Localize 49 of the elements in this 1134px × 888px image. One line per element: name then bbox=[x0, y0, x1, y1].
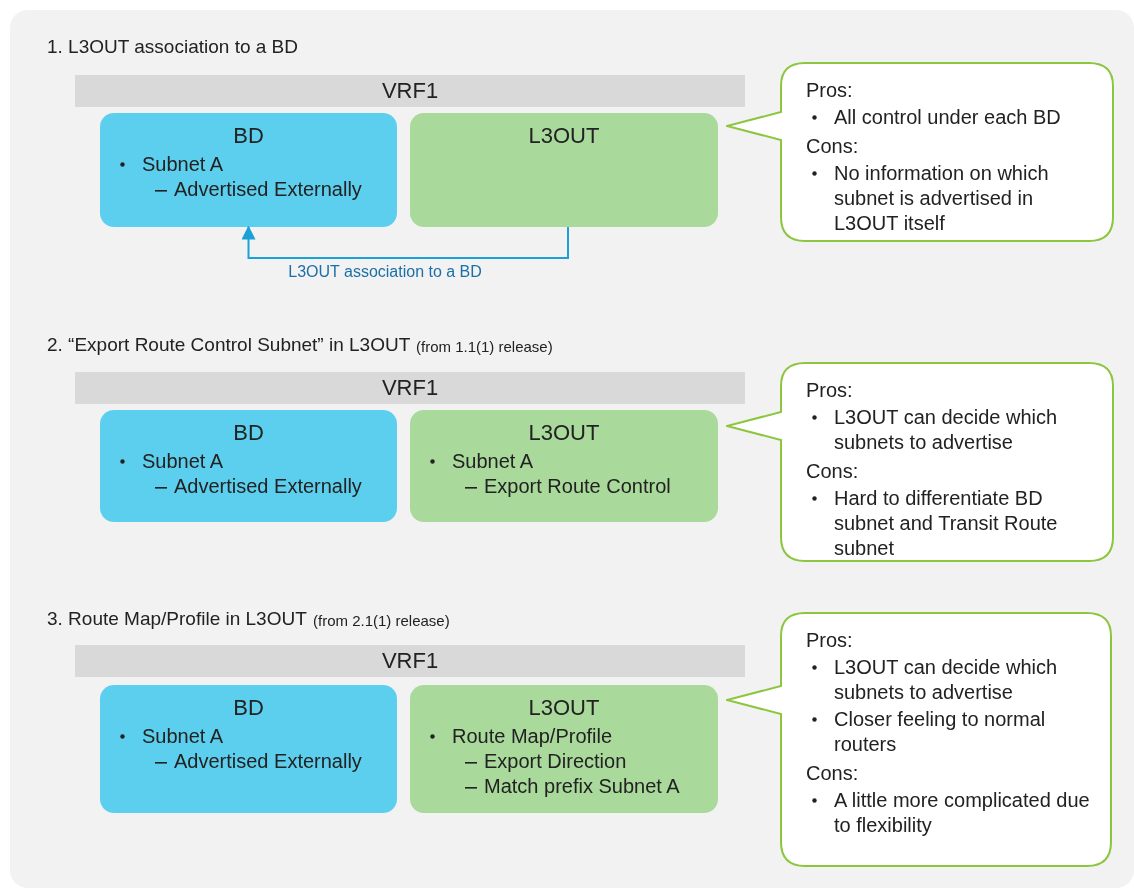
bullet-item: Subnet A bbox=[142, 153, 224, 175]
box-title: BD bbox=[233, 695, 264, 720]
l3out-box bbox=[410, 410, 718, 522]
section-label: Cons: bbox=[806, 460, 859, 482]
sub-bullet-item: Match prefix Subnet A bbox=[484, 775, 680, 797]
l3out-box bbox=[410, 113, 718, 227]
bullet-item: All control under each BD bbox=[834, 106, 1061, 128]
release-note: (from 2.1(1) release) bbox=[313, 612, 450, 629]
sub-bullet-item: Advertised Externally bbox=[174, 750, 362, 772]
bullet-item: L3OUT can decide which subnets to advertise bbox=[834, 656, 1058, 703]
sub-bullet-item: Export Direction bbox=[484, 750, 627, 772]
vrf-bar: VRF1 bbox=[75, 372, 745, 404]
bullet-item: L3OUT can decide which subnets to advertise bbox=[834, 406, 1058, 453]
bullet-item: Hard to differentiate BD subnet and Transit Route subnet bbox=[834, 487, 1058, 559]
bullet-item: A little more complicated due to flexibility bbox=[834, 789, 1090, 836]
bullet-item: Subnet A bbox=[452, 450, 534, 472]
box-title: BD bbox=[233, 420, 264, 445]
release-note: (from 1.1(1) release) bbox=[416, 338, 553, 355]
bullet-item: Closer feeling to normal routers bbox=[834, 708, 1046, 755]
bridge-domain-box bbox=[100, 113, 397, 227]
bullet-item: Subnet A bbox=[142, 450, 224, 472]
speech-bubble bbox=[726, 62, 1114, 242]
speech-bubble bbox=[726, 612, 1112, 867]
section-heading: 2. “Export Route Control Subnet” in L3OUT bbox=[47, 334, 411, 356]
sub-bullet-item: Advertised Externally bbox=[174, 178, 362, 200]
box-title: L3OUT bbox=[528, 123, 600, 148]
box-title: L3OUT bbox=[528, 420, 600, 445]
l3out-box bbox=[410, 685, 718, 813]
bullet-item: Subnet A bbox=[142, 725, 224, 747]
bridge-domain-box bbox=[100, 685, 397, 813]
section-label: Cons: bbox=[806, 135, 859, 157]
vrf-bar: VRF1 bbox=[75, 645, 745, 677]
bullet-item: Route Map/Profile bbox=[452, 725, 613, 747]
edge-label: L3OUT association to a BD bbox=[288, 263, 482, 281]
section-label: Cons: bbox=[806, 762, 859, 784]
section-label: Pros: bbox=[806, 79, 853, 101]
section-heading: 3. Route Map/Profile in L3OUT bbox=[47, 608, 307, 630]
sub-bullet-item: Export Route Control bbox=[484, 475, 671, 497]
section-label: Pros: bbox=[806, 629, 853, 651]
bridge-domain-box bbox=[100, 410, 397, 522]
bullet-item: No information on which subnet is advertised in L3OUT itself bbox=[834, 162, 1049, 234]
sub-bullet-item: Advertised Externally bbox=[174, 475, 362, 497]
box-title: L3OUT bbox=[528, 695, 600, 720]
box-title: BD bbox=[233, 123, 264, 148]
vrf-bar: VRF1 bbox=[75, 75, 745, 107]
connector-arrow bbox=[241, 225, 569, 259]
section-label: Pros: bbox=[806, 379, 853, 401]
speech-bubble bbox=[726, 362, 1114, 562]
section-heading: 1. L3OUT association to a BD bbox=[47, 36, 298, 58]
